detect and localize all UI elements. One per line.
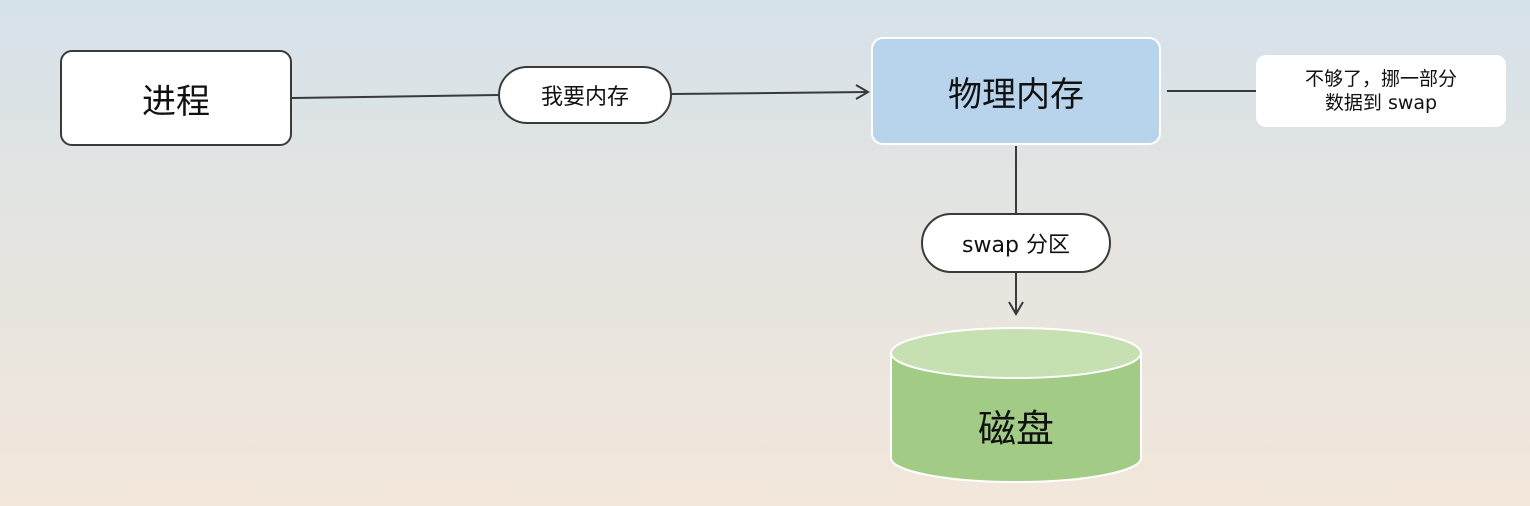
edge-process-to-label xyxy=(291,94,499,99)
swap-note-line2: 数据到 swap xyxy=(1324,92,1438,114)
arrowhead-disk xyxy=(1008,301,1024,316)
disk-node-label: 磁盘 xyxy=(977,406,1054,451)
disk-cylinder-icon xyxy=(890,327,1142,483)
swap-partition-label: swap 分区 xyxy=(921,213,1111,273)
edge-label-to-memory xyxy=(671,91,869,95)
arrowhead-memory xyxy=(855,84,870,100)
process-node: 进程 xyxy=(60,50,292,146)
want-memory-label: 我要内存 xyxy=(498,66,672,124)
physical-memory-node: 物理内存 xyxy=(871,37,1161,145)
swap-note-line1: 不够了，挪一部分 xyxy=(1304,68,1457,90)
swap-note: 不够了，挪一部分 数据到 swap xyxy=(1256,55,1506,127)
